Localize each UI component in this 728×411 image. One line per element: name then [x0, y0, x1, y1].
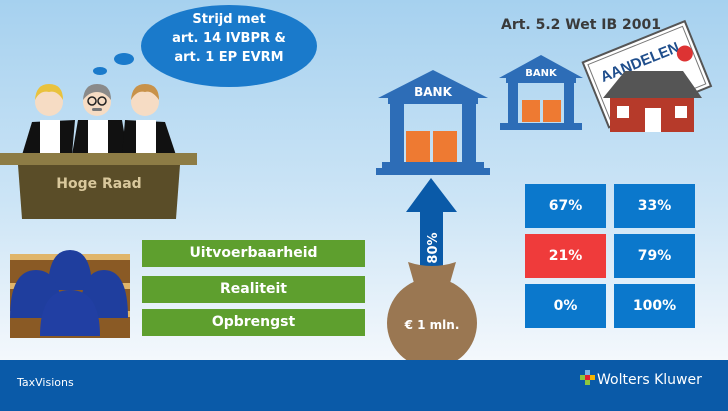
- up-arrow: 80%: [406, 178, 457, 270]
- footer-brand-taxvisions: TaxVisions: [17, 376, 74, 389]
- criterion-opbrengst: Opbrengst: [142, 309, 365, 336]
- illustration-layer: AANDELEN €1 80% € 1 mln.: [0, 5, 713, 360]
- wolters-kluwer-logo-icon: [580, 370, 595, 385]
- grid-cell: 33%: [614, 184, 695, 228]
- money-bag-icon: € 1 mln.: [387, 262, 477, 360]
- house-icon: [603, 71, 702, 132]
- court-desk: [0, 153, 197, 219]
- bank-large-icon: [376, 70, 490, 175]
- grid-cell: 67%: [525, 184, 606, 228]
- bubble-line: Strijd met: [192, 12, 266, 27]
- footer-brand-wolters-kluwer: Wolters Kluwer: [597, 372, 702, 388]
- bank-labels: BANK BANK: [414, 68, 558, 99]
- grid-cell: 79%: [614, 234, 695, 278]
- bank-small-icon: [499, 55, 583, 130]
- money-bag-label: € 1 mln.: [404, 318, 460, 332]
- bank-small-label: BANK: [525, 68, 558, 79]
- criterion-uitvoerbaarheid: Uitvoerbaarheid: [142, 240, 365, 267]
- thought-bubble: [93, 5, 317, 87]
- arrow-label: 80%: [426, 232, 441, 263]
- slide-title: Art. 5.2 Wet IB 2001: [500, 17, 662, 33]
- bank-large-label: BANK: [414, 85, 452, 99]
- grid-cell: 100%: [614, 284, 695, 328]
- bubble-line: art. 1 EP EVRM: [174, 50, 284, 65]
- criterion-realiteit: Realiteit: [142, 276, 365, 303]
- judges: [22, 84, 176, 155]
- parliament-seats: [10, 250, 130, 338]
- grid-cell: 0%: [525, 284, 606, 328]
- bubble-line: art. 14 IVBPR &: [172, 31, 286, 46]
- desk-label: Hoge Raad: [56, 176, 142, 192]
- footer-bar: [0, 360, 728, 411]
- thought-bubble-text: Strijd met art. 14 IVBPR & art. 1 EP EVR…: [150, 10, 308, 67]
- grid-cell-highlight: 21%: [525, 234, 606, 278]
